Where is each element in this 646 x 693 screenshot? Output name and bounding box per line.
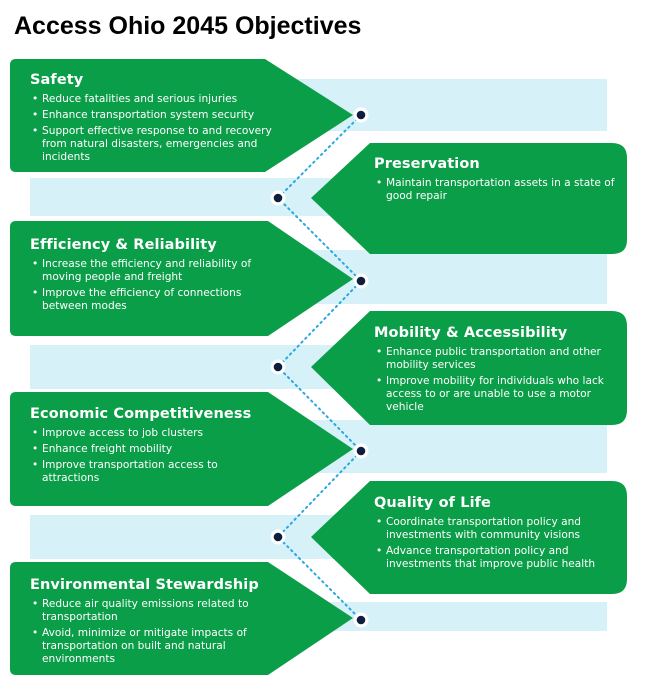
objective-title: Preservation	[374, 156, 480, 172]
light-band	[296, 79, 607, 131]
connector-dot	[356, 446, 366, 456]
objective-bullet: Improve access to job clusters	[30, 427, 262, 440]
objective-title: Economic Competitiveness	[30, 406, 252, 422]
connector-dot	[273, 362, 283, 372]
objective-bullet-list: Enhance public transportation and other …	[374, 346, 616, 414]
objective-bullet: Avoid, minimize or mitigate impacts of t…	[30, 627, 262, 666]
objective-safety: Safety Reduce fatalities and serious inj…	[30, 72, 292, 167]
objective-bullet: Improve mobility for individuals who lac…	[374, 375, 616, 414]
objective-bullet: Advance transportation policy and invest…	[374, 545, 616, 571]
objective-economic-competitiveness: Economic Competitiveness Improve access …	[30, 406, 262, 488]
objective-title: Environmental Stewardship	[30, 577, 259, 593]
objective-efficiency-reliability: Efficiency & Reliability Increase the ef…	[30, 237, 262, 316]
page-title: Access Ohio 2045 Objectives	[14, 12, 362, 40]
objective-bullet: Enhance freight mobility	[30, 443, 262, 456]
objective-bullet: Increase the efficiency and reliability …	[30, 258, 262, 284]
light-band	[30, 345, 348, 389]
objective-bullet: Maintain transportation assets in a stat…	[374, 177, 616, 203]
objective-bullet-list: Reduce fatalities and serious injuries E…	[30, 93, 292, 164]
objective-bullet: Improve the efficiency of connections be…	[30, 287, 262, 313]
objective-bullet: Enhance transportation system security	[30, 109, 292, 122]
objective-bullet-list: Improve access to job clusters Enhance f…	[30, 427, 262, 485]
objective-bullet: Enhance public transportation and other …	[374, 346, 616, 372]
objective-bullet: Coordinate transportation policy and inv…	[374, 516, 616, 542]
objective-bullet-list: Coordinate transportation policy and inv…	[374, 516, 616, 571]
connector-dot	[356, 615, 366, 625]
objective-title: Quality of Life	[374, 495, 491, 511]
connector-dot	[273, 532, 283, 542]
objective-bullet: Support effective response to and recove…	[30, 125, 292, 164]
objective-bullet: Improve transportation access to attract…	[30, 459, 262, 485]
light-band	[30, 515, 348, 559]
objective-title: Safety	[30, 72, 84, 88]
connector-dot	[356, 276, 366, 286]
objective-bullet-list: Maintain transportation assets in a stat…	[374, 177, 616, 203]
connector-dots	[270, 107, 369, 628]
objective-bullet: Reduce air quality emissions related to …	[30, 598, 262, 624]
objective-title: Mobility & Accessibility	[374, 325, 568, 341]
objective-bullet: Reduce fatalities and serious injuries	[30, 93, 292, 106]
background-bands	[30, 79, 607, 631]
connector-dot	[356, 110, 366, 120]
objective-title: Efficiency & Reliability	[30, 237, 217, 253]
objective-environmental-stewardship: Environmental Stewardship Reduce air qua…	[30, 577, 262, 669]
light-band	[30, 178, 348, 216]
objective-bullet-list: Reduce air quality emissions related to …	[30, 598, 262, 666]
connector-dot	[273, 193, 283, 203]
objective-mobility-accessibility: Mobility & Accessibility Enhance public …	[374, 325, 616, 417]
objective-bullet-list: Increase the efficiency and reliability …	[30, 258, 262, 313]
objective-preservation: Preservation Maintain transportation ass…	[374, 156, 616, 206]
objective-quality-of-life: Quality of Life Coordinate transportatio…	[374, 495, 616, 574]
